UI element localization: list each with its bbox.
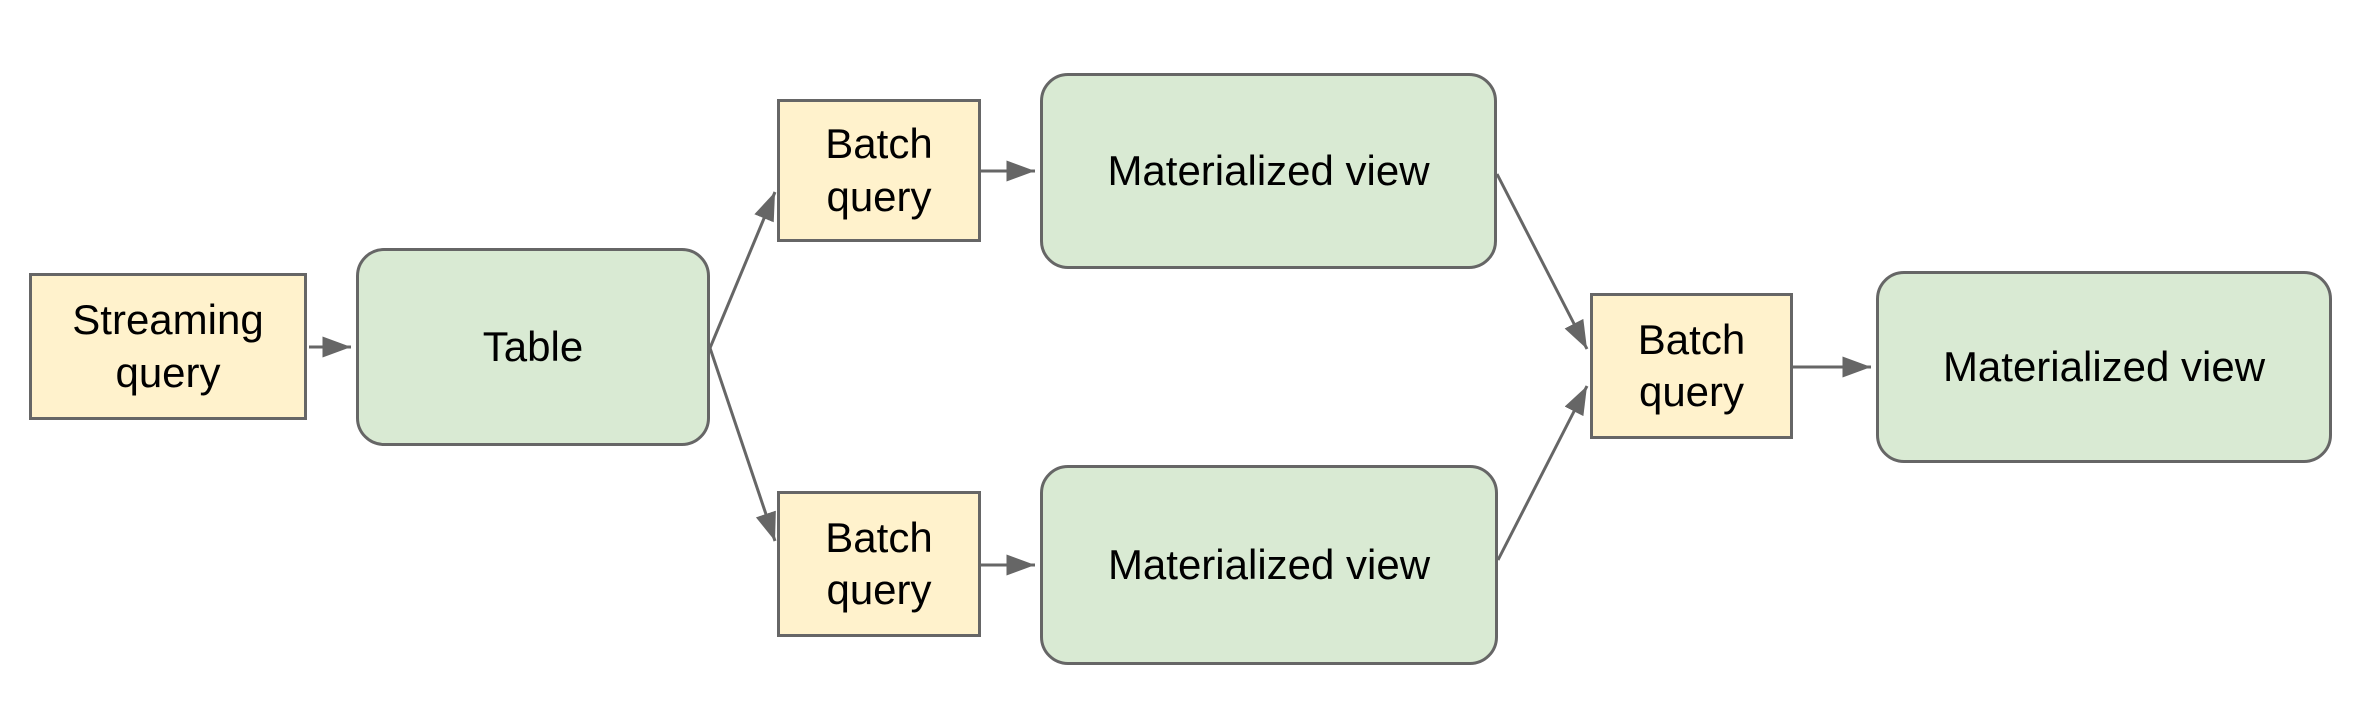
node-label: Batch query xyxy=(825,120,933,220)
node-label: Streaming query xyxy=(72,296,264,396)
node-label: Batch query xyxy=(825,513,933,614)
node-label: Table xyxy=(482,322,584,370)
node-label: Materialized view xyxy=(1107,540,1431,588)
node-table: Table xyxy=(356,248,710,446)
node-streaming-query: Streaming query xyxy=(29,273,307,420)
arrow-table-to-batch-query-bottom xyxy=(708,347,777,542)
node-batch-query-top: Batch query xyxy=(777,99,981,242)
node-label: Materialized view xyxy=(1942,342,2266,390)
node-batch-query-bottom: Batch query xyxy=(777,491,981,637)
arrow-mat-view-top-to-batch-query-right xyxy=(1495,173,1589,350)
node-batch-query-right: Batch query xyxy=(1590,293,1793,439)
node-materialized-view-bottom: Materialized view xyxy=(1040,465,1498,665)
arrow-mat-view-bottom-to-batch-query-right xyxy=(1496,385,1589,561)
node-label: Batch query xyxy=(1637,315,1746,416)
node-materialized-view-top: Materialized view xyxy=(1040,73,1497,269)
node-materialized-view-right: Materialized view xyxy=(1876,271,2332,463)
node-label: Materialized view xyxy=(1107,146,1430,194)
arrow-table-to-batch-query-top xyxy=(708,191,777,349)
